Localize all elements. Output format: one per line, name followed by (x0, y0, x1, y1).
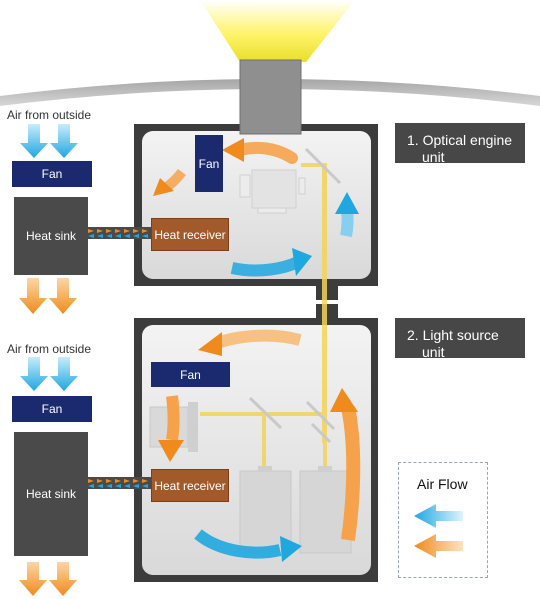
prism-assembly (239, 169, 306, 214)
ceiling (0, 79, 540, 106)
legend-title: Air Flow (417, 476, 468, 492)
optical-engine-label-line2: unit (422, 149, 445, 165)
heat-sink-top: Heat sink (14, 197, 88, 275)
heat-pipe-top (86, 227, 152, 239)
heat-pipe-bottom (86, 477, 152, 489)
air-from-outside-label-top: Air from outside (7, 108, 92, 122)
light-beam-path (200, 163, 327, 471)
airflow-light-source (158, 329, 361, 562)
air-flow-legend: Air Flow (398, 462, 488, 578)
inside-fan-light-source: Fan (151, 362, 230, 387)
airflow-optical-engine (153, 138, 359, 277)
optical-engine-unit-label: 1. Optical engine unit (395, 123, 525, 165)
light-source-label-line2: unit (422, 344, 445, 360)
inside-fan-optical: Fan (195, 135, 223, 192)
outside-fan-bottom: Fan (12, 396, 92, 422)
light-source-label-line1: 2. Light source (407, 327, 499, 343)
exhaust-arrows-bottom (19, 562, 77, 596)
heat-receiver-light-source: Heat receiver (151, 469, 229, 502)
exhaust-arrows-top (19, 278, 77, 314)
legend-cool-air-arrow (414, 504, 463, 528)
light-source-unit-label: 2. Light source unit (395, 318, 525, 360)
legend-arrows (414, 504, 463, 558)
heat-sink-bottom: Heat sink (14, 432, 88, 556)
intake-arrows-bottom (20, 357, 78, 391)
air-from-outside-label-bottom: Air from outside (7, 342, 92, 356)
legend-warm-air-arrow (414, 534, 463, 558)
projected-light (200, 0, 355, 62)
intake-arrows-top (20, 124, 78, 158)
outside-fan-top: Fan (12, 161, 92, 187)
optical-engine-label-line1: 1. Optical engine (407, 132, 513, 148)
mirrors (248, 147, 342, 444)
heat-receiver-optical: Heat receiver (151, 218, 229, 251)
